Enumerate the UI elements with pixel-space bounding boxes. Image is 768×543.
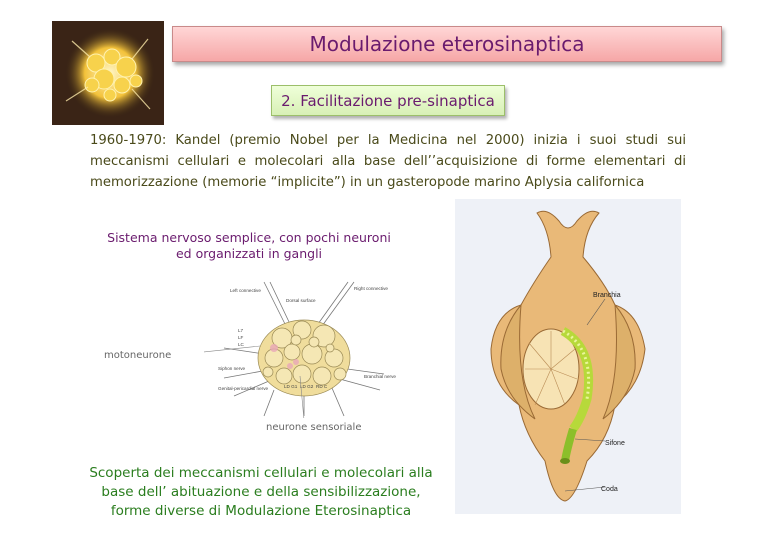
sifone-label: Sifone — [605, 440, 625, 447]
abdominal-ganglion-diagram: Left connective Right connective Dorsal … — [204, 281, 396, 418]
page-title: Modulazione eterosinaptica — [172, 26, 722, 62]
intro-paragraph: 1960-1970: Kandel (premio Nobel per la M… — [90, 133, 686, 190]
label-lf: LF — [238, 335, 244, 340]
label-left-connective: Left connective — [230, 288, 261, 293]
aplysia-illustration: Branchia Sifone Coda — [455, 199, 681, 514]
branchia-label: Branchia — [593, 292, 621, 299]
label-ld-g2: LD G2 — [300, 384, 314, 389]
motoneuron-label: motoneurone — [104, 350, 172, 361]
coda-label: Coda — [601, 486, 618, 493]
label-lc: LC — [238, 342, 245, 347]
label-siphon-nerve: Siphon nerve — [218, 366, 246, 371]
section-subtitle: 2. Facilitazione pre-sinaptica — [271, 85, 505, 116]
label-right-connective: Right connective — [354, 286, 388, 291]
label-ld-g1: LD G1 — [284, 384, 298, 389]
label-dorsal-surface: Dorsal surface — [286, 298, 316, 303]
label-branchial-nerve: Branchial nerve — [364, 374, 396, 379]
label-l7: L7 — [238, 328, 244, 333]
nervous-system-caption: Sistema nervoso semplice, con pochi neur… — [107, 230, 391, 261]
discovery-caption: Scoperta dei meccanismi cellulari e mole… — [89, 465, 433, 519]
neuron-micrograph — [52, 21, 164, 125]
label-genital-pericardial-nerve: Genital-pericardial nerve — [218, 386, 268, 391]
label-rd-c: RD C — [316, 384, 328, 389]
sensory-neuron-label: neurone sensoriale — [266, 422, 362, 433]
